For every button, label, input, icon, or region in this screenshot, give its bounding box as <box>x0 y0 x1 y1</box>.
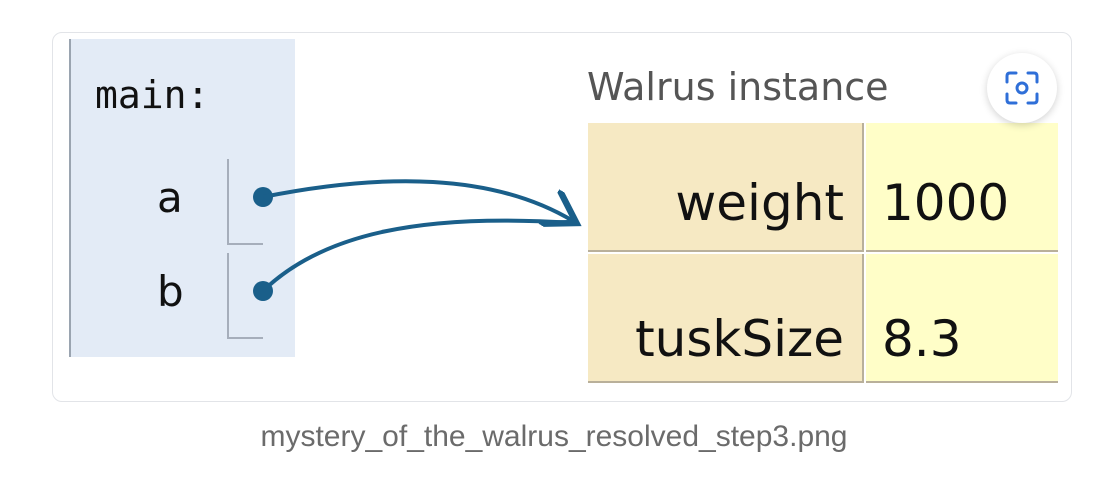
zoom-image-button[interactable] <box>987 53 1057 123</box>
field-row: tuskSize 8.3 <box>588 254 1058 385</box>
image-card: main: a b Walrus instance weight 1000 <box>52 32 1072 402</box>
variable-b-slot <box>227 253 263 339</box>
pointer-b-arrow <box>261 218 574 293</box>
object-title: Walrus instance <box>587 65 889 109</box>
stack-frame-main: main: a b <box>69 39 295 357</box>
field-row: weight 1000 <box>588 123 1058 254</box>
variable-b-label: b <box>157 267 184 316</box>
field-value: 1000 <box>866 123 1058 252</box>
pointer-a-arrow <box>262 179 573 221</box>
zoom-scan-icon <box>1005 71 1039 105</box>
variable-a-label: a <box>157 173 183 222</box>
image-caption: mystery_of_the_walrus_resolved_step3.png <box>260 420 848 453</box>
frame-title: main: <box>95 73 210 117</box>
field-key: tuskSize <box>588 254 864 383</box>
field-value: 8.3 <box>866 254 1058 383</box>
field-key: weight <box>588 123 864 252</box>
object-fields-table: weight 1000 tuskSize 8.3 <box>588 123 1058 385</box>
variable-a-slot <box>227 159 263 245</box>
